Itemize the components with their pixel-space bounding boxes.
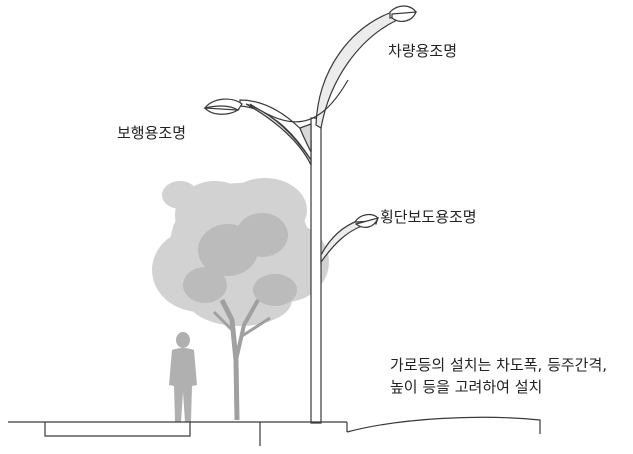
installation-note-line-1: 가로등의 설치는 차도폭, 등주간격,: [390, 356, 608, 374]
installation-note: 가로등의 설치는 차도폭, 등주간격, 높이 등을 고려하여 설치: [390, 354, 607, 398]
crosswalk-lighting-label: 횡단보도용조명: [380, 208, 477, 226]
crosswalk-light-arm: [320, 213, 380, 264]
person-silhouette: [169, 332, 197, 422]
lamp-pole: [310, 117, 322, 424]
secondary-arm: [249, 79, 349, 153]
tree-foliage-detail: [183, 213, 297, 306]
installation-note-line-2: 높이 등을 고려하여 설치: [390, 378, 543, 396]
pedestrian-lighting-label: 보행용조명: [117, 124, 187, 142]
tree: [152, 178, 329, 421]
tree-trunk: [212, 298, 271, 421]
pedestrian-light-arm: [203, 98, 312, 166]
vehicle-light-arm: [315, 5, 418, 129]
vehicle-lighting-label: 차량용조명: [388, 42, 458, 60]
ground-line: [8, 416, 541, 446]
